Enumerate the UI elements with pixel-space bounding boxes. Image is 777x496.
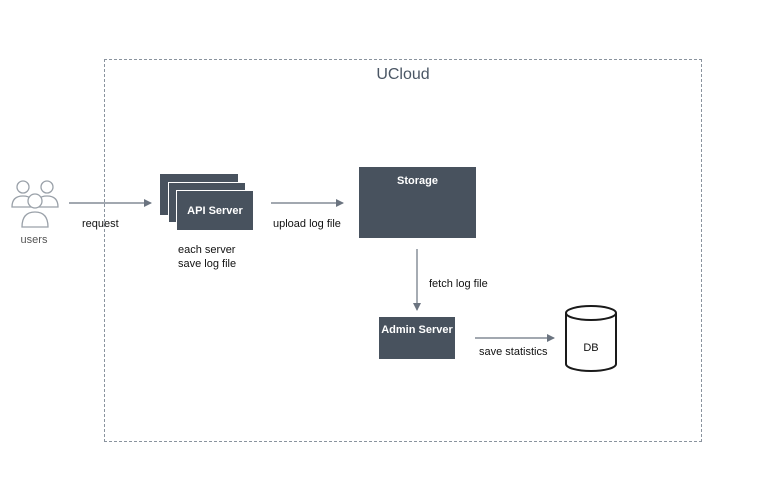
database-icon: [565, 305, 617, 372]
users-icon: [11, 180, 59, 228]
api-server-note-line1: each server: [178, 244, 236, 256]
edge-label-save-statistics: save statistics: [479, 346, 548, 358]
api-server-label: API Server: [187, 204, 243, 217]
ucloud-boundary: [104, 59, 702, 442]
edge-label-fetch-log-file: fetch log file: [429, 278, 488, 290]
api-server-box: API Server: [176, 190, 254, 231]
db-label: DB: [583, 342, 599, 354]
edge-label-request: request: [82, 218, 119, 230]
storage-box: Storage: [359, 167, 476, 238]
admin-server-label: Admin Server: [381, 324, 453, 336]
api-server-note-line2: save log file: [178, 258, 237, 270]
boundary-title: UCloud: [376, 66, 430, 83]
users-label: users: [20, 234, 48, 246]
admin-server-box: Admin Server: [379, 317, 455, 359]
storage-label: Storage: [397, 175, 438, 187]
edge-label-upload-log-file: upload log file: [273, 218, 341, 230]
